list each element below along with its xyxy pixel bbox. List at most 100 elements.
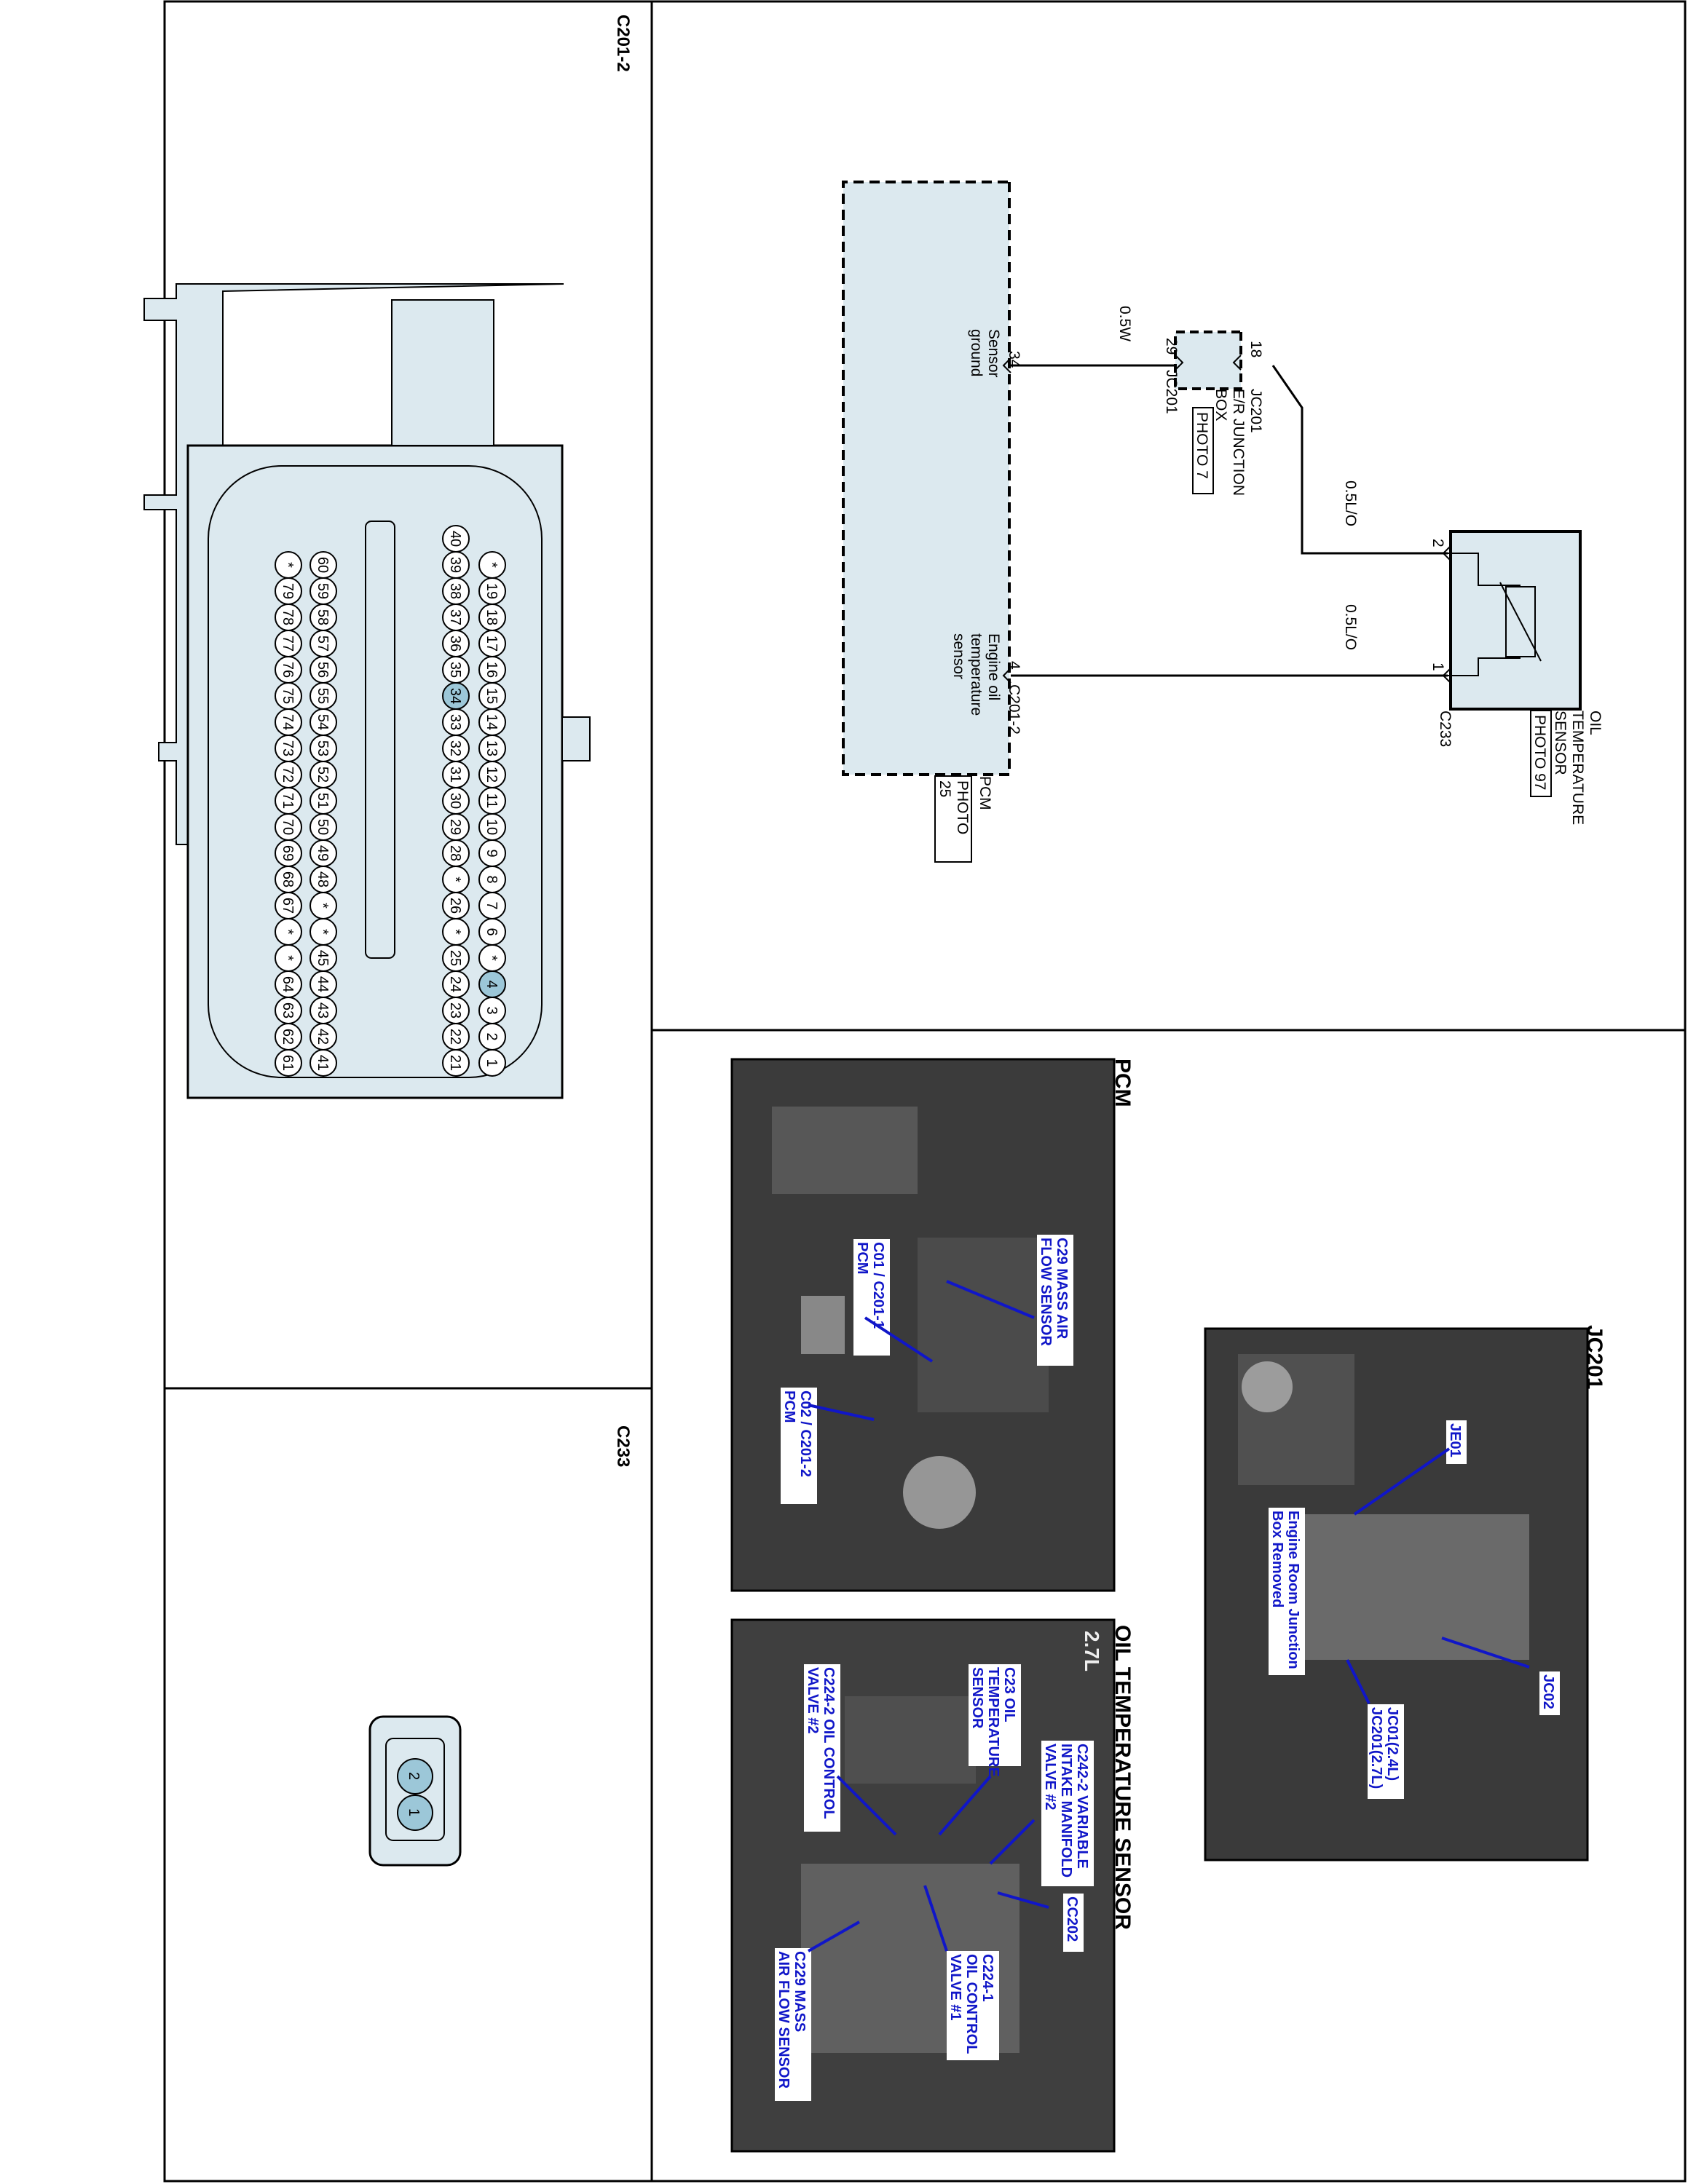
- oil-sensor-name-3: SENSOR: [1552, 711, 1569, 775]
- c201-2-pin-label: *: [447, 877, 463, 882]
- label-c224-1: C224-1 OIL CONTROL VALVE #1: [947, 1951, 999, 2060]
- c201-2-pin-label: 60: [315, 557, 331, 573]
- svg-text:C02 / C201-2: C02 / C201-2: [797, 1390, 813, 1477]
- jc201-photo-ref-box: [1192, 407, 1214, 494]
- label-c23: C23 OIL TEMPERATURE SENSOR: [969, 1664, 1021, 1777]
- jc201-name-2: E/R JUNCTION: [1230, 389, 1247, 496]
- svg-text:Engine Room Junction: Engine Room Junction: [1285, 1511, 1301, 1669]
- label-c29: C29 MASS AIR FLOW SENSOR: [1037, 1235, 1073, 1366]
- c201-2-pin-label: 57: [315, 636, 331, 652]
- c201-2-pin-label: 26: [447, 898, 463, 914]
- c201-2-pin-label: 37: [447, 609, 463, 625]
- c201-2-pin-label: 40: [447, 531, 463, 547]
- c201-2-pin-label: 22: [447, 1029, 463, 1045]
- wire-jc201-to-c233-pin2: [1271, 365, 1448, 555]
- oil-sensor-lead-2: [1448, 553, 1521, 586]
- svg-text:C224-2 OIL CONTROL: C224-2 OIL CONTROL: [821, 1667, 837, 1819]
- c201-2-pin-label: *: [315, 929, 331, 935]
- c201-2-pin-label: 58: [315, 609, 331, 625]
- c233-heading: C233: [613, 1425, 633, 1467]
- c201-2-pin-label: 34: [447, 688, 463, 704]
- svg-text:TEMPERATURE: TEMPERATURE: [985, 1667, 1001, 1777]
- svg-text:VALVE #2: VALVE #2: [805, 1667, 821, 1734]
- c201-2-pin-label: 61: [280, 1055, 296, 1071]
- c201-2-pin-label: 3: [484, 1006, 500, 1014]
- jc201-name-1: JC201: [1247, 389, 1264, 433]
- c201-2-pin-label: 59: [315, 583, 331, 599]
- c201-2-pin-label: 49: [315, 845, 331, 861]
- pcm-pin-34-chevron: [1002, 357, 1011, 373]
- svg-text:C242-2 VARIABLE: C242-2 VARIABLE: [1074, 1744, 1090, 1869]
- c201-2-pin-label: 33: [447, 714, 463, 730]
- svg-text:OIL CONTROL: OIL CONTROL: [963, 1954, 979, 2054]
- pcm-box: [842, 181, 1011, 776]
- wire-label-lower-o: 0.5L/O: [1342, 604, 1359, 650]
- svg-text:JC01(2.4L): JC01(2.4L): [1384, 1707, 1400, 1781]
- label-cc202: CC202: [1063, 1894, 1084, 1952]
- c201-2-pin-label: 72: [280, 767, 296, 783]
- c201-2-pin-label: 74: [280, 714, 296, 730]
- c201-2-pin-label: 31: [447, 767, 463, 783]
- jc201-box: [1174, 331, 1242, 390]
- svg-text:FLOW SENSOR: FLOW SENSOR: [1038, 1238, 1054, 1346]
- oil-sensor-name-2: TEMPERATURE: [1569, 711, 1586, 825]
- label-jc01: JC01(2.4L) JC201(2.7L): [1368, 1704, 1404, 1799]
- svg-text:C229 MASS: C229 MASS: [792, 1951, 808, 2032]
- label-c01: C01 / C201-1 PCM: [853, 1239, 890, 1356]
- c201-2-pin-label: 12: [484, 767, 500, 783]
- pcm-photo-panel: PCM C29 MASS AIR FLOW SENSOR C01 / C201-…: [730, 1058, 1135, 1592]
- wire-label-upper-o: 0.5L/O: [1342, 480, 1359, 526]
- c201-2-pin-label: 11: [484, 794, 500, 809]
- c201-2-pin-label: 73: [280, 740, 296, 756]
- c233-pin-2-label: 2: [406, 1772, 422, 1780]
- jc201-pin-29: 29: [1163, 338, 1180, 355]
- c201-2-pin-label: 7: [484, 901, 500, 909]
- c201-2-pin-label: 56: [315, 662, 331, 678]
- svg-text:PCM: PCM: [854, 1242, 870, 1274]
- jc201-name-3: BOX: [1212, 389, 1229, 421]
- c233-pin-2-chevron: [1442, 545, 1451, 561]
- c201-2-pin-label: *: [484, 955, 500, 961]
- c201-2-pin-circle: [442, 1049, 470, 1077]
- c201-2-pin-label: 62: [280, 1029, 296, 1045]
- jc201-photo-panel: JC201 JE01 Engine Room Junction Box Remo…: [1204, 1325, 1606, 1861]
- engine-oil-1: Engine oil: [985, 633, 1002, 700]
- c201-2-pin-circle: [309, 1049, 337, 1077]
- engine-size-text: 2.7L: [1081, 1631, 1103, 1671]
- c201-2-pin-label: *: [315, 903, 331, 909]
- c201-2-pin-label: 30: [447, 793, 463, 809]
- c201-2-pin-label: 43: [315, 1002, 331, 1018]
- label-c224-2: C224-2 OIL CONTROL VALVE #2: [804, 1664, 840, 1832]
- pcm-photo-ref-box: [934, 775, 972, 863]
- c201-2-pin-label: 51: [315, 793, 331, 809]
- oil-sensor-thermistor-slash: [1499, 582, 1542, 662]
- c201-2-pin-grid: *191817161514131211109876*43214039383736…: [275, 525, 506, 1077]
- c201-2-pin-label: 55: [315, 688, 331, 704]
- c201-2-pin-label: 29: [447, 819, 463, 835]
- c201-2-pin-label: 6: [484, 927, 500, 935]
- c201-2-pin-label: 63: [280, 1002, 296, 1018]
- pcm-name: PCM: [977, 776, 993, 810]
- pcm-connector: C201-2: [1006, 684, 1022, 735]
- c201-2-pin-label: 19: [484, 583, 500, 599]
- c201-2-latch: [365, 521, 395, 959]
- c201-2-pin-label: 77: [280, 636, 296, 652]
- c201-2-pin-label: 32: [447, 740, 463, 756]
- c201-2-pin-label: 70: [280, 819, 296, 835]
- c201-2-pin-label: 42: [315, 1029, 331, 1045]
- c201-2-pin-label: 2: [484, 1032, 500, 1040]
- c201-2-pin-label: 36: [447, 636, 463, 652]
- c233-pin-1-circle: [397, 1795, 433, 1831]
- pcm-pin-4-chevron: [1002, 668, 1011, 684]
- svg-text:VALVE #2: VALVE #2: [1042, 1744, 1058, 1811]
- c201-2-pin-label: *: [447, 929, 463, 935]
- oil-sensor-name-1: OIL: [1587, 711, 1604, 735]
- c201-2-pin-label: 41: [315, 1055, 331, 1071]
- c201-2-pin-label: 39: [447, 557, 463, 573]
- svg-text:CC202: CC202: [1064, 1896, 1080, 1942]
- c201-2-connector-body: [143, 283, 564, 845]
- jc201-pin-18-chevron: [1232, 355, 1242, 371]
- sensor-ground-1: Sensor: [985, 329, 1002, 378]
- c201-2-pin-label: 14: [484, 714, 500, 730]
